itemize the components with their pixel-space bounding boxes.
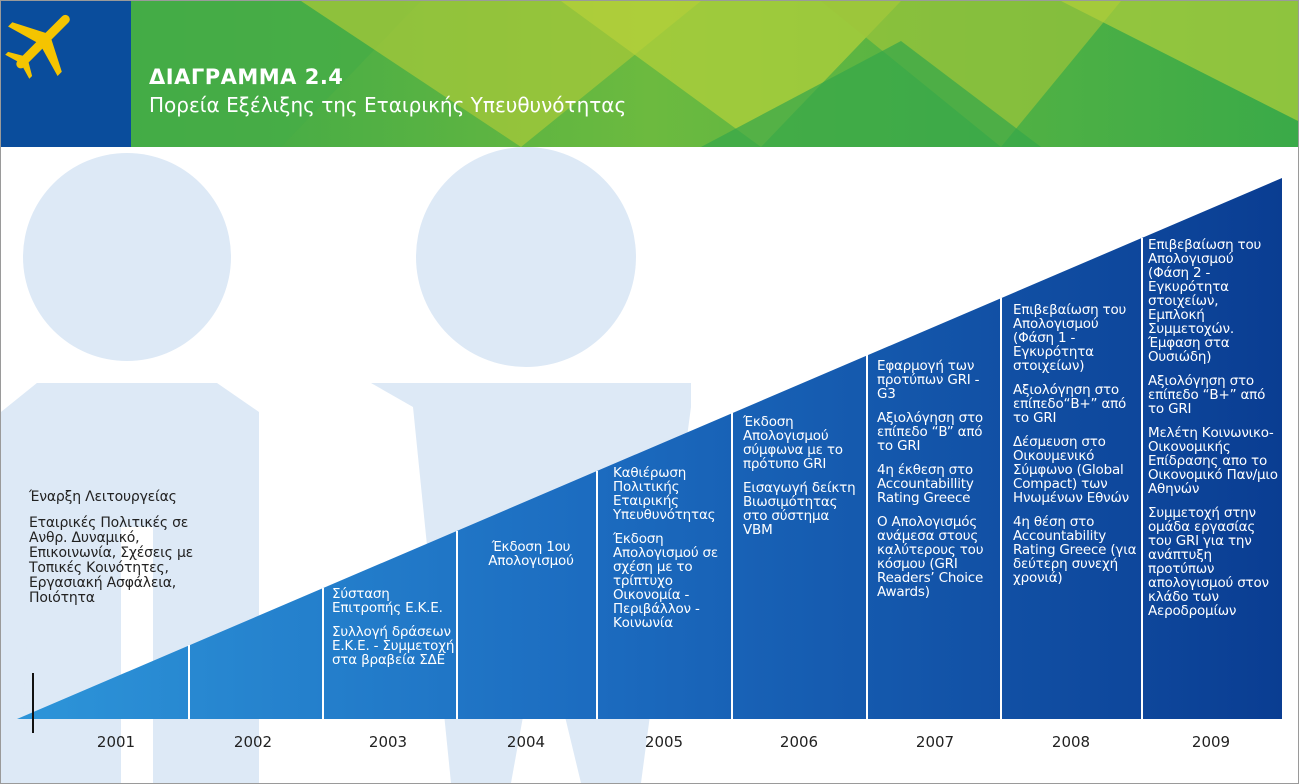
person-left-head xyxy=(23,153,231,361)
milestone-2008: Επιβεβαίωση του Απολογισμού (Φάση 1 - Εγ… xyxy=(1013,303,1137,595)
year-label-2004: 2004 xyxy=(506,733,546,751)
person-right-head xyxy=(416,147,636,367)
milestone-text: 4η έκθεση στο Accountabillity Rating Gre… xyxy=(877,462,974,506)
milestone-text: Αξιολόγηση στο επίπεδο “B+” από το GRI xyxy=(1148,373,1266,417)
year-label-2003: 2003 xyxy=(368,733,408,751)
milestone-2003: Σύσταση Επιτροπής Ε.Κ.Ε. Συλλογή δράσεων… xyxy=(332,587,456,677)
year-label-2002: 2002 xyxy=(233,733,273,751)
milestone-text: Συμμετοχή στην ομάδα εργασίας του GRI γι… xyxy=(1148,505,1269,619)
milestone-text: Συλλογή δράσεων Ε.Κ.Ε. - Συμμετοχή στα β… xyxy=(332,624,455,668)
milestone-2004: Έκδοση 1ου Απολογισμού xyxy=(471,540,591,578)
milestone-text: Δέσμευση στο Οικουμενικό Σύμφωνο (Global… xyxy=(1013,434,1129,506)
milestone-2006: Έκδοση Απολογισμού σύμφωνα με το πρότυπο… xyxy=(743,415,861,547)
milestone-text: Αξιολόγηση στο επίπεδο“B+” από το GRI xyxy=(1013,382,1127,426)
milestone-text: Καθιέρωση Πολιτικής Εταιρικής Υπευθυνότη… xyxy=(613,465,716,523)
milestone-text: Έκδοση Απολογισμού σε σχέση με το τρίπτυ… xyxy=(613,531,718,631)
year-label-2006: 2006 xyxy=(779,733,819,751)
year-label-2008: 2008 xyxy=(1051,733,1091,751)
milestone-text: Επιβεβαίωση του Απολογισμού (Φάση 2 - Εγ… xyxy=(1148,237,1262,365)
airplane-icon xyxy=(5,14,70,79)
milestone-2005: Καθιέρωση Πολιτικής Εταιρικής Υπευθυνότη… xyxy=(613,466,731,640)
diagram-subtitle: Πορεία Εξέλιξης της Εταιρικής Υπευθυνότη… xyxy=(149,93,627,117)
timeline-start-tick xyxy=(32,673,34,733)
milestone-text: Εφαρμογή των προτύπων GRI - G3 xyxy=(877,358,980,402)
milestone-text: Αξιολόγηση στο επίπεδο “B” από το GRI xyxy=(877,410,983,454)
milestone-2001: Έναρξη Λειτουργείας Εταιρικές Πολιτικές … xyxy=(29,490,199,617)
milestone-text: 4η θέση στο Accountability Rating Greece… xyxy=(1013,514,1137,586)
milestone-2009: Επιβεβαίωση του Απολογισμού (Φάση 2 - Εγ… xyxy=(1148,238,1278,628)
milestone-text: Μελέτη Κοινωνικο-Οικονομικής Επίδρασης α… xyxy=(1148,425,1278,497)
diagram-title: ΔΙΑΓΡΑΜΜΑ 2.4 xyxy=(149,65,344,89)
milestone-text: Έκδοση Απολογισμού σύμφωνα με το πρότυπο… xyxy=(743,414,843,472)
milestone-text: Επιβεβαίωση του Απολογισμού (Φάση 1 - Εγ… xyxy=(1013,302,1127,374)
year-label-2001: 2001 xyxy=(96,733,136,751)
year-label-2009: 2009 xyxy=(1191,733,1231,751)
milestone-text: Ο Απολογισμός ανάμεσα στους καλύτερους τ… xyxy=(877,514,984,600)
milestone-text: Εταιρικές Πολιτικές σε Ανθρ. Δυναμικό, Ε… xyxy=(29,515,194,606)
year-label-2007: 2007 xyxy=(915,733,955,751)
milestone-text: Έκδοση 1ου Απολογισμού xyxy=(488,539,574,569)
header-banner: ΔΙΑΓΡΑΜΜΑ 2.4 Πορεία Εξέλιξης της Εταιρι… xyxy=(1,1,1298,147)
milestone-text: Σύσταση Επιτροπής Ε.Κ.Ε. xyxy=(332,586,443,616)
milestone-2007: Εφαρμογή των προτύπων GRI - G3 Αξιολόγησ… xyxy=(877,359,995,609)
milestone-text: Έναρξη Λειτουργείας xyxy=(29,489,177,505)
milestone-text: Εισαγωγή δείκτη Βιωσιμότητας στο σύστημα… xyxy=(743,480,856,538)
year-label-2005: 2005 xyxy=(644,733,684,751)
timeline-ramp xyxy=(17,178,1282,719)
